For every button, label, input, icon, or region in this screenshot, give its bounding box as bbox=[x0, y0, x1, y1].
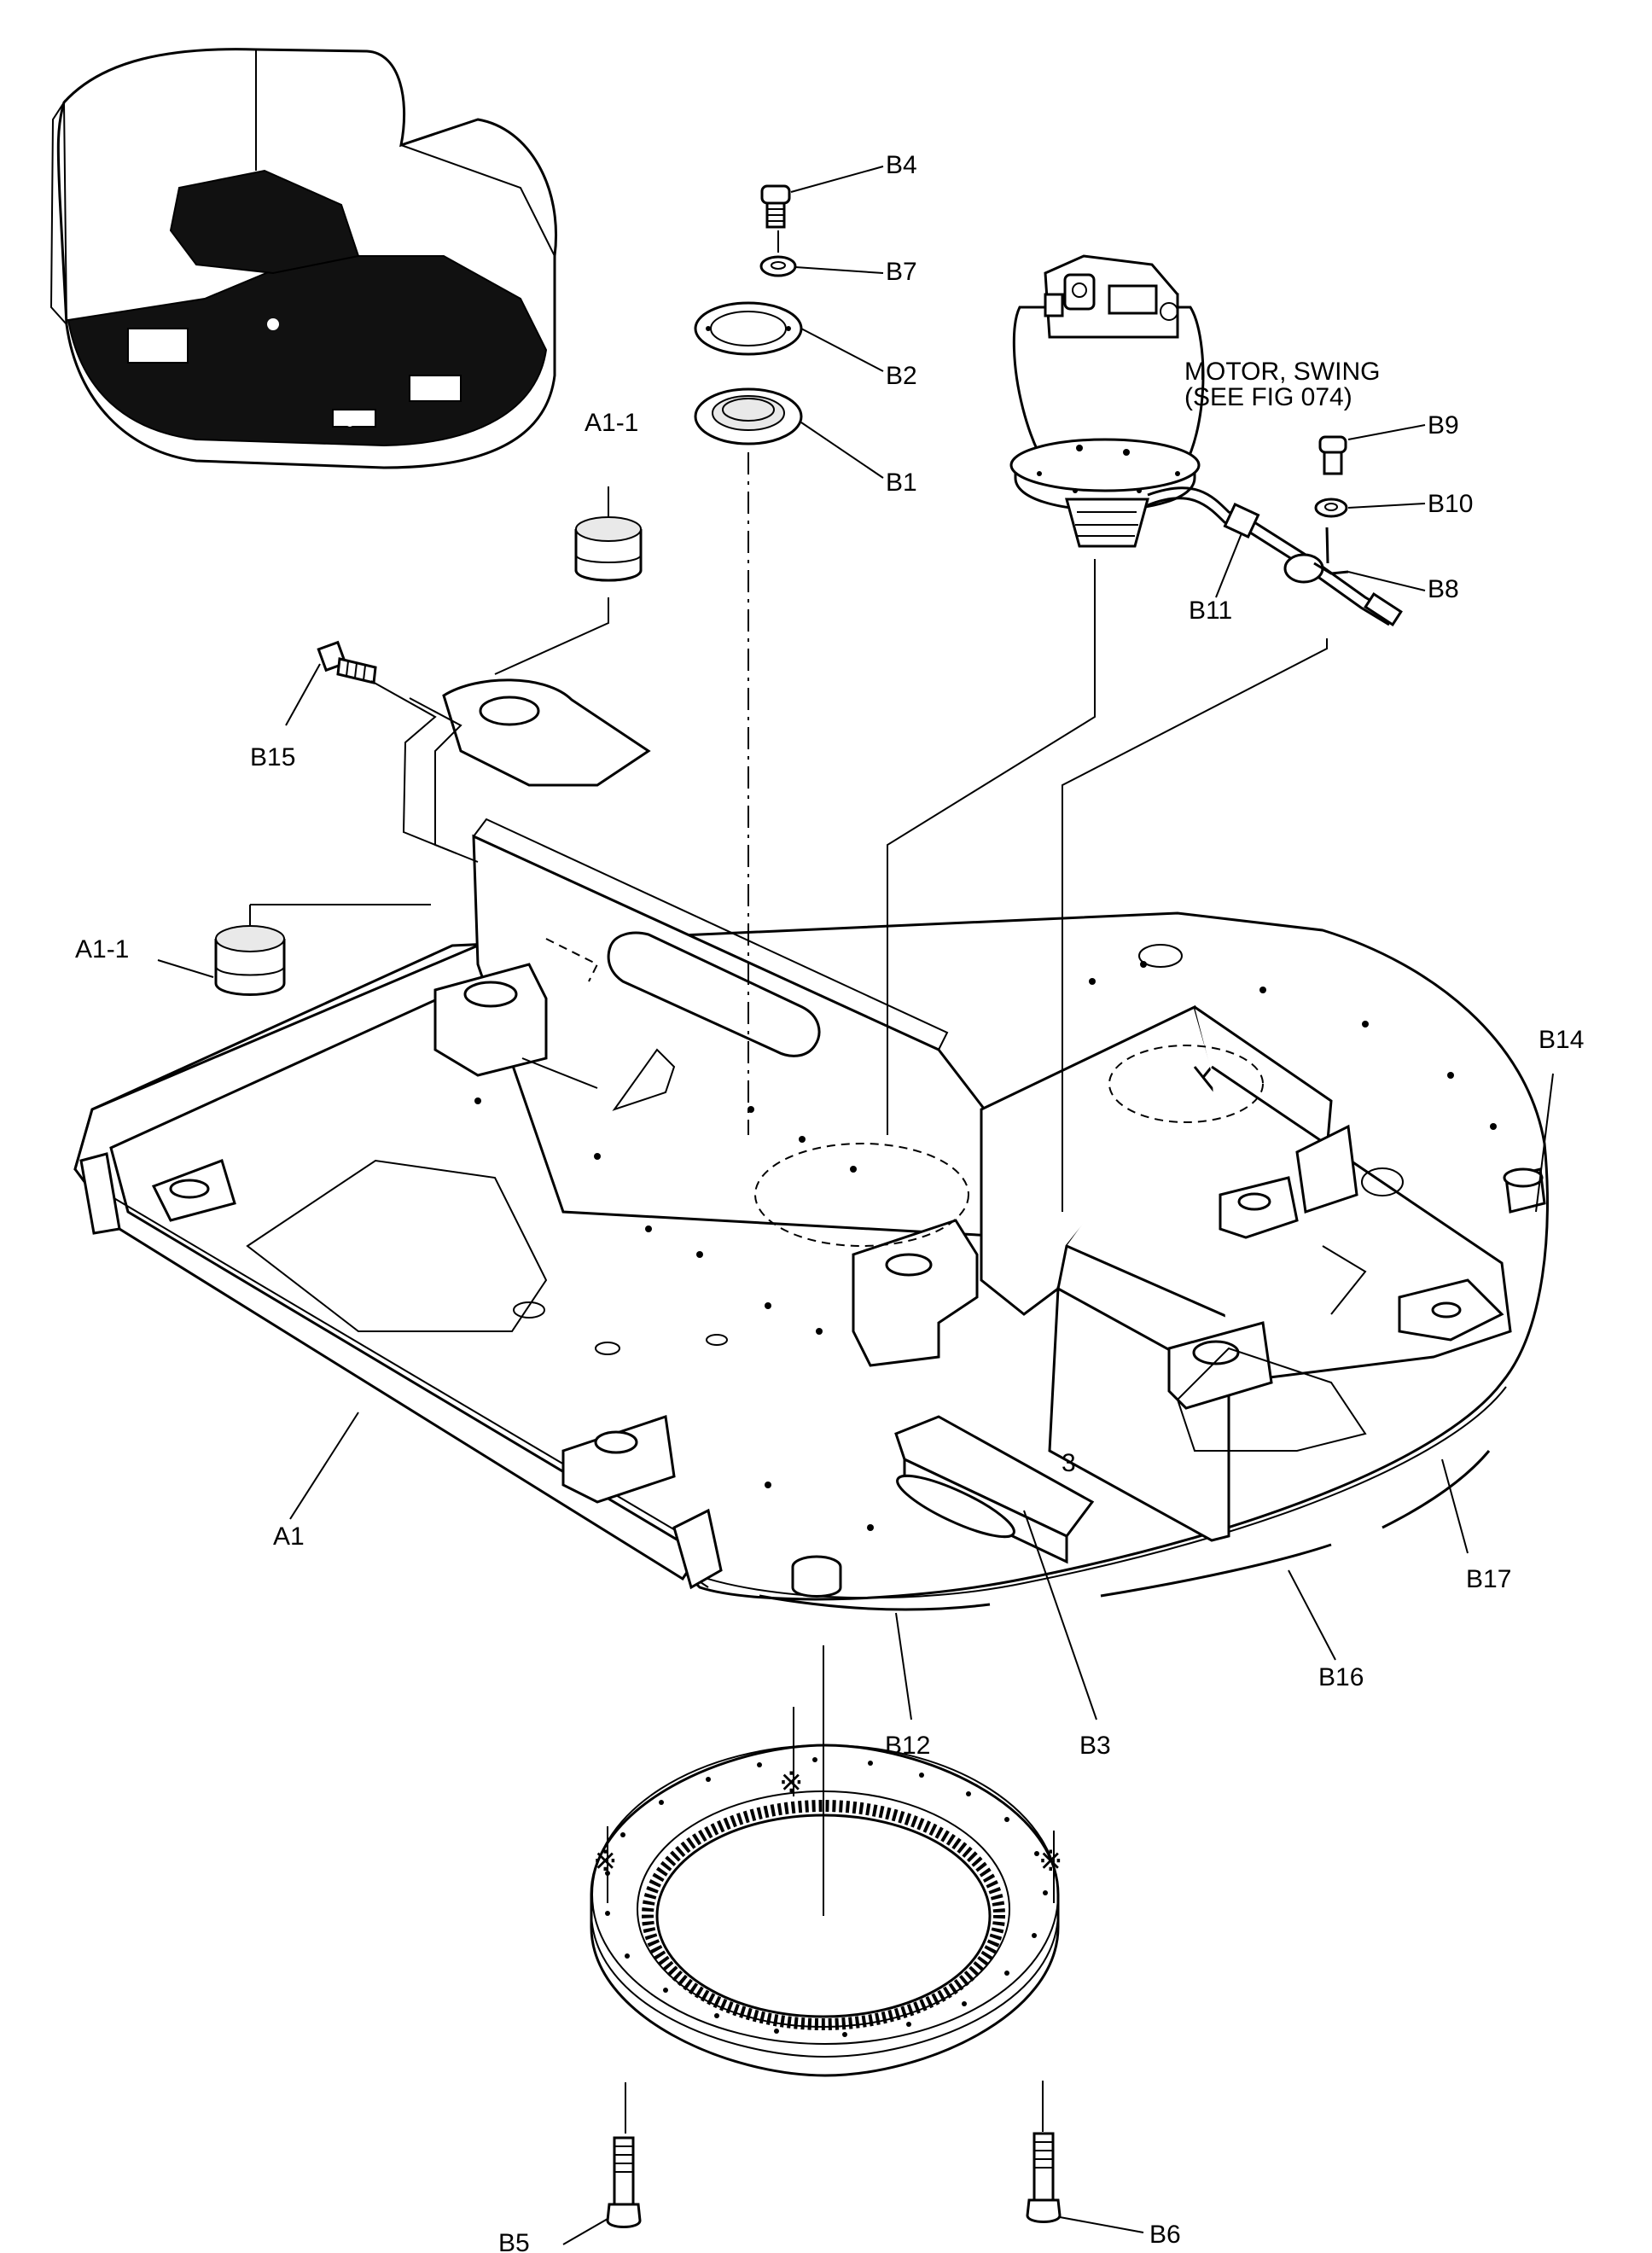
swing-bearing bbox=[590, 1744, 1060, 2077]
callout-a1-1-top: A1-1 bbox=[585, 409, 638, 437]
callout-labels: B4 B7 B2 B1 MOTOR, SWING (SEE FIG 074) B… bbox=[75, 151, 1584, 2253]
reference-mark-left: ※ bbox=[593, 1844, 618, 1878]
callout-b17: B17 bbox=[1466, 1565, 1511, 1593]
callout-b1: B1 bbox=[886, 469, 917, 497]
callout-b2: B2 bbox=[886, 362, 917, 390]
fitting-b15 bbox=[317, 640, 377, 684]
callout-b12: B12 bbox=[885, 1732, 930, 1760]
bolt-b6 bbox=[1026, 2132, 1062, 2223]
callout-a1: A1 bbox=[273, 1522, 305, 1551]
callout-b8: B8 bbox=[1428, 575, 1459, 603]
assembly-lines bbox=[249, 230, 1328, 2134]
callout-b9: B9 bbox=[1428, 411, 1459, 440]
callout-b14: B14 bbox=[1539, 1026, 1584, 1054]
callout-b16: B16 bbox=[1318, 1663, 1364, 1691]
callout-b5: B5 bbox=[498, 2229, 530, 2253]
leader-lines bbox=[157, 166, 1554, 2245]
callout-b4: B4 bbox=[886, 151, 917, 179]
hose-b11 bbox=[1147, 486, 1403, 626]
swing-motor bbox=[1009, 254, 1205, 548]
callout-b3: B3 bbox=[1079, 1732, 1111, 1760]
plate-b2 bbox=[694, 301, 803, 356]
callout-b11: B11 bbox=[1189, 597, 1232, 625]
machine-overview-thumbnail bbox=[49, 48, 557, 469]
motor-note-line1: MOTOR, SWING bbox=[1184, 358, 1380, 386]
callout-b7: B7 bbox=[886, 258, 917, 286]
reference-mark-right: ※ bbox=[1038, 1844, 1063, 1878]
clamp-b8 bbox=[1283, 527, 1349, 584]
seal-b1 bbox=[694, 387, 803, 445]
bolt-b4 bbox=[760, 184, 791, 229]
reference-mark-top: ※ bbox=[779, 1766, 804, 1800]
callout-b10: B10 bbox=[1428, 490, 1473, 518]
callout-a1-1-left: A1-1 bbox=[75, 935, 129, 963]
main-frame-a1: 3 bbox=[73, 678, 1549, 1611]
cushion-a1-1-left bbox=[214, 925, 286, 996]
washer-b10 bbox=[1314, 498, 1348, 518]
cushion-a1-1-top bbox=[574, 516, 643, 582]
frame-number-label: 3 bbox=[1062, 1449, 1076, 1477]
bolt-b5 bbox=[606, 2136, 642, 2228]
callout-b15: B15 bbox=[250, 743, 295, 771]
bolt-b9 bbox=[1318, 435, 1347, 475]
callout-b6: B6 bbox=[1149, 2221, 1181, 2249]
washer-b7 bbox=[759, 255, 797, 277]
motor-note-line2: (SEE FIG 074) bbox=[1184, 383, 1352, 411]
